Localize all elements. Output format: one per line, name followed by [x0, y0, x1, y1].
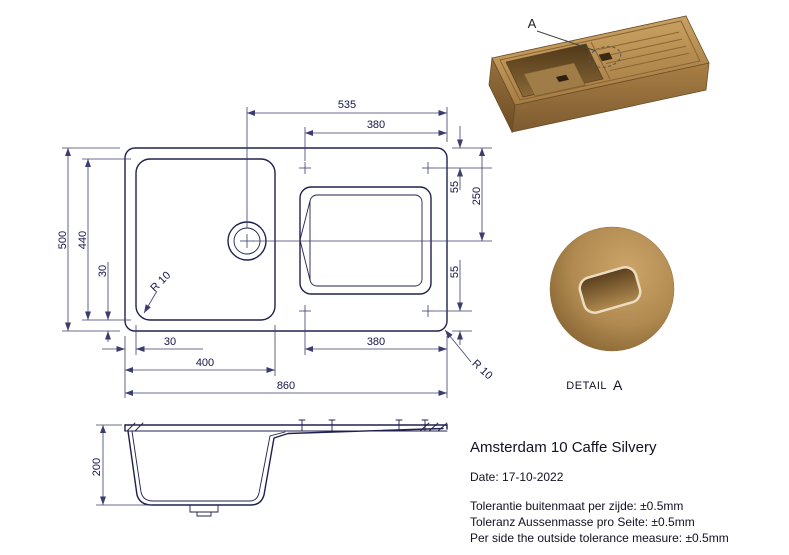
- tolerance-line-de: Toleranz Aussenmasse pro Seite: ±0.5mm: [470, 515, 695, 529]
- dim-380-bottom-label: 380: [367, 336, 385, 348]
- dim-440-label: 440: [77, 231, 89, 249]
- drainer-area: [299, 186, 432, 295]
- dim-400: 400: [125, 357, 275, 373]
- dim-380-top: 380: [305, 119, 447, 136]
- hatch-marks: [126, 422, 448, 432]
- dim-535-label: 535: [338, 99, 356, 111]
- dim-55-bottom-label: 55: [449, 266, 461, 278]
- step-edge: [590, 41, 611, 80]
- render-3d: A: [488, 15, 710, 134]
- dim-500: 500: [57, 148, 71, 331]
- callout-leader-line: [536, 30, 597, 52]
- dim-380-top-label: 380: [367, 119, 385, 131]
- dim-250: 250: [471, 148, 485, 241]
- detail-view: DETAIL A: [549, 226, 675, 393]
- dim-860-label: 860: [277, 380, 295, 392]
- dim-55-bottom: 55: [449, 260, 463, 345]
- dim-30-bottom-label: 30: [164, 336, 176, 348]
- product-date: Date: 17-10-2022: [470, 470, 564, 484]
- sink-outer-outline: [124, 147, 448, 332]
- extension-lines: [62, 107, 492, 398]
- fixing-clips: [298, 419, 429, 432]
- drain-stub: [189, 504, 219, 513]
- detail-marker-ellipse: [588, 46, 622, 68]
- dim-500-label: 500: [57, 231, 69, 249]
- dim-250-label: 250: [471, 187, 483, 205]
- profile-inner: [131, 430, 286, 502]
- radius-corner-callout: R 10: [444, 329, 495, 382]
- side-view: 200: [91, 419, 448, 517]
- mounting-hole-cross: [299, 162, 434, 317]
- dim-55-top-label: 55: [449, 181, 461, 193]
- top-view: 535 380 500 440 30 55 250: [57, 99, 495, 398]
- overflow-hole-3d: [598, 52, 613, 62]
- drainer-grooves: [598, 31, 690, 71]
- product-title: Amsterdam 10 Caffe Silvery: [470, 439, 657, 456]
- tolerance-line-en: Per side the outside tolerance measure: …: [470, 531, 729, 545]
- dim-55-top: 55: [449, 126, 463, 193]
- profile-outer: [127, 427, 444, 506]
- detail-letter: A: [613, 377, 623, 393]
- dim-440: 440: [77, 159, 91, 320]
- dim-30-left: 30: [97, 262, 111, 342]
- title-block: Amsterdam 10 Caffe Silvery Date: 17-10-2…: [470, 439, 729, 545]
- detail-label: DETAIL: [566, 380, 607, 392]
- dim-535: 535: [247, 99, 447, 116]
- radius-corner-label: R 10: [469, 357, 494, 382]
- dim-380-bottom: 380: [305, 336, 447, 352]
- radius-bowl-callout: R 10: [143, 269, 173, 314]
- overflow-hole-detail: [578, 266, 642, 314]
- dim-200-label: 200: [91, 458, 103, 476]
- bowl-outline: [135, 158, 276, 321]
- tolerance-line-nl: Tolerantie buitenmaat per zijde: ±0.5mm: [470, 499, 683, 513]
- radius-bowl-label: R 10: [148, 269, 173, 294]
- callout-a-label: A: [528, 16, 537, 31]
- drain-hole-3d: [556, 74, 569, 82]
- dim-30-bottom: 30: [102, 336, 203, 352]
- bowl-bottom: [523, 62, 586, 97]
- dim-860: 860: [125, 380, 447, 396]
- drain-stub-tip: [196, 511, 212, 517]
- dim-30-left-label: 30: [97, 265, 109, 277]
- dim-400-label: 400: [196, 357, 214, 369]
- dim-200: 200: [91, 424, 152, 506]
- rim-inner-edge: [499, 20, 701, 101]
